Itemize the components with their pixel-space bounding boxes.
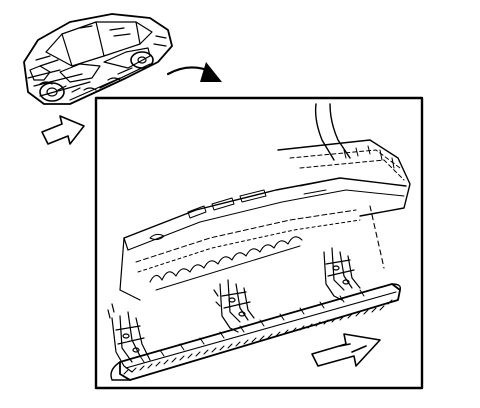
mounting-bracket-center: [213, 279, 255, 333]
mounting-bracket-left: [107, 303, 151, 373]
open-arrow-left: [41, 115, 85, 145]
curved-arrow-to-detail: [166, 62, 222, 82]
vehicle-overview-icon: [23, 13, 173, 105]
open-arrow-right: [311, 333, 381, 367]
mounting-bracket-right: [323, 247, 361, 301]
detail-frame: [94, 96, 424, 390]
rear-step-bumper-mounting-detail: [107, 103, 411, 381]
step-bumper: [110, 283, 402, 381]
